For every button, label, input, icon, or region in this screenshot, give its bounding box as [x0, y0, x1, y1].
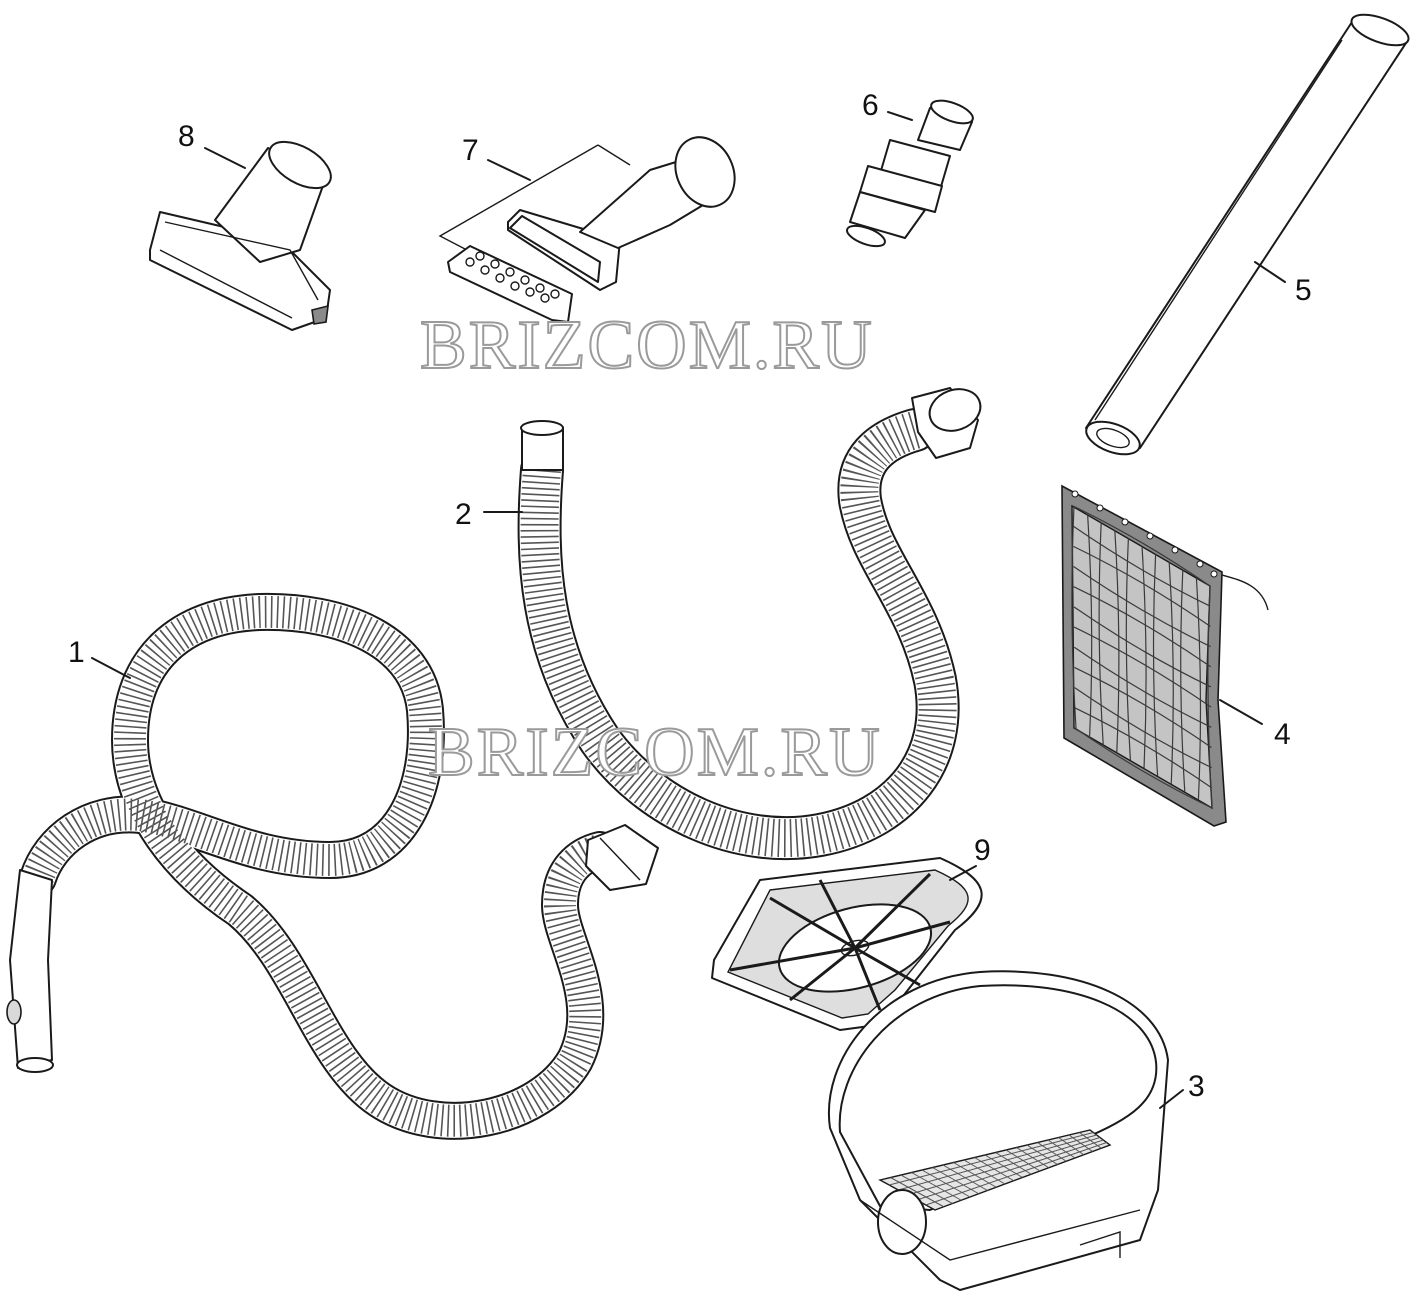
sieve-line — [907, 1137, 1101, 1196]
callout-7: 7 — [462, 134, 479, 167]
mesh-strand — [1073, 586, 1212, 668]
hose2-end-tube — [520, 420, 564, 471]
short-hose-part — [517, 387, 982, 861]
dirt-container-part — [827, 970, 1169, 1291]
mesh-strand — [1087, 513, 1093, 737]
callout-1: 1 — [68, 636, 85, 669]
mesh-strand — [1141, 545, 1147, 769]
mesh-strand — [1074, 727, 1213, 809]
floor-nozzle-part — [438, 136, 736, 323]
mesh-strand — [1073, 606, 1212, 688]
callout-labels: 8 7 6 5 4 3 9 2 1 — [68, 89, 1312, 1103]
leader-6 — [887, 111, 913, 121]
mesh-strand — [1195, 577, 1202, 801]
callout-4: 4 — [1274, 718, 1291, 751]
long-hose-part — [6, 592, 659, 1140]
callout-2: 2 — [455, 498, 472, 531]
hose1-corrugated-body — [19, 592, 619, 1140]
leader-1 — [91, 657, 131, 679]
leader-7 — [487, 159, 531, 181]
filter-bag-part — [1061, 484, 1269, 827]
filter-plate-part — [711, 857, 983, 1031]
mesh-strand — [1071, 505, 1077, 729]
sieve-line — [889, 1132, 1094, 1186]
hose2-connector — [911, 387, 982, 459]
mesh-strand — [1152, 553, 1159, 777]
mesh-strand — [1073, 646, 1212, 728]
leader-3 — [1159, 1089, 1184, 1109]
mesh-strand — [1074, 687, 1212, 769]
mesh-strand — [1073, 545, 1211, 627]
mesh-strand — [1098, 521, 1104, 745]
mesh-strand — [1074, 666, 1212, 748]
hose1-connector — [585, 824, 659, 891]
leader-5 — [1254, 261, 1286, 283]
mesh-strand — [1180, 569, 1186, 793]
upholstery-nozzle-part — [149, 140, 332, 331]
hose1-handle — [6, 869, 54, 1073]
watermark-top: BRIZCOM.RU — [420, 307, 874, 384]
leader-4 — [1219, 699, 1263, 725]
mesh-strand — [1125, 537, 1131, 761]
watermark-middle: BRIZCOM.RU — [428, 714, 882, 791]
callout-9: 9 — [974, 834, 991, 867]
mesh-strand — [1073, 626, 1212, 708]
callout-5: 5 — [1295, 274, 1312, 307]
extension-tube-part — [1085, 13, 1410, 456]
callout-3: 3 — [1188, 1070, 1205, 1103]
leader-8 — [204, 147, 246, 169]
leader-9 — [949, 865, 977, 881]
mesh-strand — [1073, 566, 1211, 648]
mesh-strand — [1207, 585, 1213, 809]
mesh-strand — [1168, 561, 1174, 785]
leader-lines — [91, 111, 1286, 1109]
adapter-part — [846, 99, 974, 248]
callout-8: 8 — [178, 120, 195, 153]
mesh-strand — [1072, 505, 1211, 587]
mesh-strand — [1072, 525, 1211, 607]
hose2-corrugated-body — [517, 408, 960, 861]
sieve-line — [916, 1139, 1104, 1201]
mesh-strand — [1114, 529, 1120, 753]
callout-6: 6 — [862, 89, 879, 122]
sieve-line — [925, 1142, 1107, 1206]
sieve-line — [898, 1134, 1097, 1191]
mesh-strand — [1074, 707, 1213, 789]
